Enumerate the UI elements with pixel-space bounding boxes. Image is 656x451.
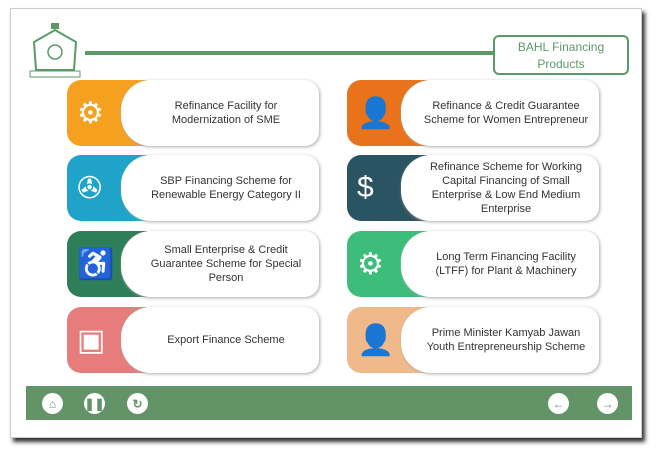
home-icon[interactable]: ⌂ xyxy=(42,393,63,414)
product-label: SBP Financing Scheme for Renewable Energ… xyxy=(121,155,319,221)
money-stack-icon: $ xyxy=(357,171,374,204)
product-label: Refinance Facility for Modernization of … xyxy=(121,80,319,146)
next-icon[interactable]: → xyxy=(597,393,618,414)
product-card[interactable]: ♿Small Enterprise & Credit Guarantee Sch… xyxy=(67,231,319,297)
product-label: Small Enterprise & Credit Guarantee Sche… xyxy=(121,231,319,297)
hand-truck-icon: ▣ xyxy=(77,323,106,357)
woman-icon: 👤 xyxy=(357,96,395,130)
back-icon[interactable]: ← xyxy=(548,393,569,414)
product-card[interactable]: $ Refinance Scheme for Working Capital Fi… xyxy=(347,155,599,221)
product-card[interactable]: 👤Refinance & Credit Guarantee Scheme for… xyxy=(347,80,599,146)
header-line xyxy=(85,51,495,55)
wheelchair-icon: ♿ xyxy=(77,247,115,281)
bank-logo-icon xyxy=(29,23,81,78)
pause-icon[interactable]: ❚❚ xyxy=(84,393,105,414)
product-label: Refinance & Credit Guarantee Scheme for … xyxy=(401,80,599,146)
replay-icon[interactable]: ↻ xyxy=(127,393,148,414)
gears-icon: ⚙ xyxy=(357,247,384,281)
product-card[interactable]: ✇ SBP Financing Scheme for Renewable Ener… xyxy=(67,155,319,221)
page-title: BAHL Financing Products xyxy=(493,35,629,75)
product-label: Export Finance Scheme xyxy=(121,307,319,373)
product-card[interactable]: ⚙ Refinance Facility for Modernization of… xyxy=(67,80,319,146)
gear-wrench-icon: ⚙ xyxy=(77,96,104,130)
footer-bar: ⌂ ❚❚ ↻ ← → xyxy=(26,386,632,420)
product-card[interactable]: ⚙ Long Term Financing Facility (LTFF) for… xyxy=(347,231,599,297)
product-label: Long Term Financing Facility (LTFF) for … xyxy=(401,231,599,297)
wind-turbine-icon: ✇ xyxy=(77,171,103,205)
product-label: Refinance Scheme for Working Capital Fin… xyxy=(401,155,599,221)
product-card[interactable]: 👤Prime Minister Kamyab Jawan Youth Entre… xyxy=(347,307,599,373)
product-label: Prime Minister Kamyab Jawan Youth Entrep… xyxy=(401,307,599,373)
person-icon: 👤 xyxy=(357,323,395,357)
product-card[interactable]: ▣ Export Finance Scheme xyxy=(67,307,319,373)
